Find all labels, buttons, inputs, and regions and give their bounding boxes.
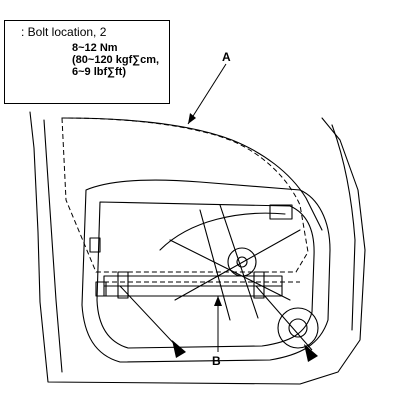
- lower-speaker-ring: [277, 307, 319, 349]
- regulator-rail-right: [219, 204, 259, 319]
- leader-bolt-right: [255, 285, 313, 351]
- torque-line-3: 6~9 lbf∑ft): [72, 66, 126, 78]
- regulator-rail-left: [199, 209, 231, 321]
- regulator-motor-hub: [236, 256, 248, 268]
- door-frame-outer: [29, 111, 366, 385]
- triangle-arrow-icon: [172, 340, 186, 358]
- window-sash: [61, 117, 323, 231]
- triangle-arrow-icon: [304, 344, 318, 362]
- torque-spec: 8~12 Nm (80~120 kgf∑cm, 6~9 lbf∑ft): [72, 42, 159, 78]
- arrowhead-a: [188, 113, 196, 124]
- door-frame-inner: [43, 119, 63, 373]
- callout-a: A: [222, 50, 231, 64]
- torque-line-1: 8~12 Nm: [72, 42, 118, 54]
- leader-a: [187, 63, 227, 125]
- legend-box: : Bolt location, 2: [4, 20, 170, 104]
- leader-bolt-left: [119, 285, 181, 351]
- lock-box: [269, 204, 293, 220]
- door-pillar: [331, 124, 356, 331]
- inner-panel: [81, 179, 331, 363]
- callout-b: B: [212, 354, 221, 368]
- legend-marker-label: : Bolt location, 2: [21, 25, 107, 39]
- torque-line-2: (80~120 kgf∑cm,: [72, 54, 160, 66]
- lower-speaker-hub: [288, 318, 308, 338]
- inner-panel-cutout: [96, 201, 315, 349]
- arrowhead-b: [214, 296, 222, 306]
- glass-outline: [61, 117, 309, 273]
- hinge-upper: [89, 237, 101, 253]
